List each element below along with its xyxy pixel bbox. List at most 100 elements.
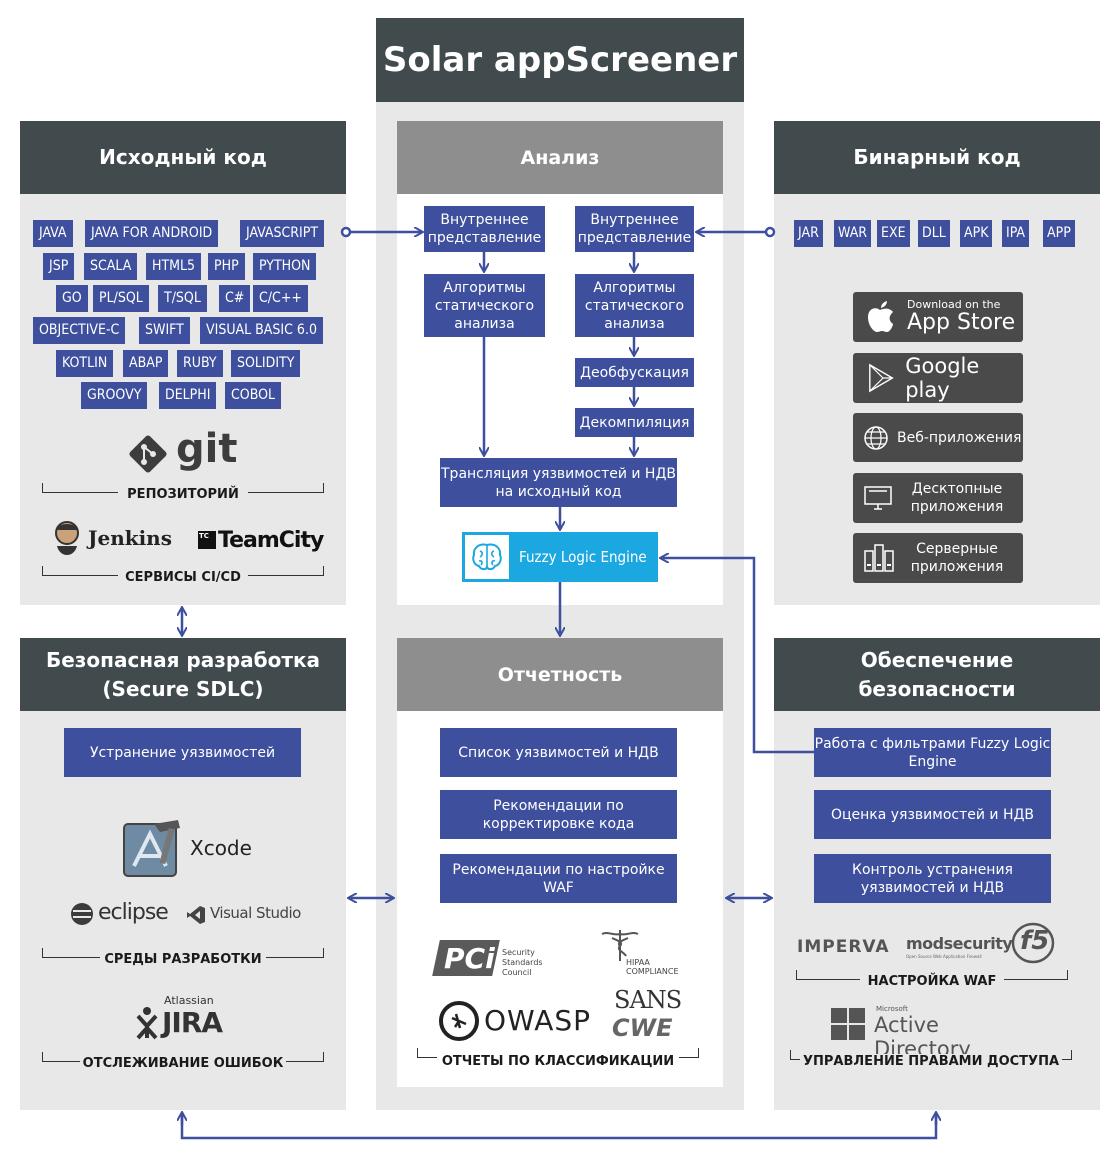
caduceus-icon: [601, 930, 639, 961]
language-chip: OBJECTIVE-C: [33, 317, 126, 344]
appstore-small-label: Download on the: [907, 298, 1001, 311]
language-chip: C/C++: [253, 285, 308, 312]
jenkins-butler-icon: [55, 521, 79, 555]
binary-format-chip: EXE: [877, 220, 910, 247]
teamcity-badge-icon: TC: [198, 531, 216, 549]
language-chip: PHP: [208, 253, 245, 280]
git-diamond-icon: [129, 435, 167, 473]
security-header: Обеспечение безопасности: [774, 638, 1100, 711]
left-algo-box: Алгоритмы статического анализа: [424, 274, 545, 337]
language-chip: PL/SQL: [93, 285, 149, 312]
monitor-icon: [864, 486, 892, 510]
repo-caption: РЕПОЗИТОРИЙ: [118, 487, 248, 502]
language-chip: GROOVY: [81, 382, 148, 409]
language-chip: VISUAL BASIC 6.0: [200, 317, 323, 344]
xcode-hammer-icon: [123, 820, 180, 877]
binary-format-chip: DLL: [918, 220, 950, 247]
web-apps-badge: Веб-приложения: [853, 413, 1023, 462]
desktop-apps-badge: Десктопные приложения: [853, 473, 1023, 523]
teamcity-logo: TC TeamCity: [198, 528, 324, 553]
language-chip: JSP: [43, 253, 75, 280]
googleplay-label: Google play: [905, 354, 980, 402]
binary-format-chip: JAR: [794, 220, 823, 247]
server-icon: [864, 544, 894, 572]
security-item-filters: Работа с фильтрами Fuzzy Logic Engine: [814, 728, 1051, 777]
ide-caption: СРЕДЫ РАЗРАБОТКИ: [100, 952, 266, 967]
sans-cwe-logo: SANS CWE: [612, 986, 682, 1042]
language-chip: RUBY: [177, 350, 223, 377]
xcode-logo: Xcode: [120, 818, 260, 880]
binary-format-chip: WAR: [834, 220, 872, 247]
security-item-control: Контроль устранения уязвимостей и НДВ: [814, 854, 1051, 903]
language-chip: SOLIDITY: [231, 350, 301, 377]
left-internal-box: Внутреннее представление: [424, 206, 545, 252]
decompilation-box: Декомпиляция: [575, 408, 694, 437]
bug-caption: ОТСЛЕЖИВАНИЕ ОШИБОК: [80, 1056, 286, 1071]
report-item-vulns: Список уязвимостей и НДВ: [440, 728, 677, 777]
web-apps-label: Веб-приложения: [897, 429, 1022, 446]
language-chip: T/SQL: [158, 285, 207, 312]
binary-header: Бинарный код: [774, 121, 1100, 194]
git-logo: git: [126, 426, 237, 480]
translation-box: Трансляция уязвимостей и НДВ на исходный…: [440, 458, 677, 507]
jenkins-logo: Jenkins: [52, 520, 182, 560]
right-algo-box: Алгоритмы статического анализа: [575, 274, 694, 337]
visual-studio-logo: Visual Studio: [186, 902, 306, 928]
access-caption: УПРАВЛЕНИЕ ПРАВАМИ ДОСТУПА: [800, 1054, 1062, 1069]
reports-caption: ОТЧЕТЫ ПО КЛАССИФИКАЦИИ: [437, 1054, 679, 1069]
brain-icon: [465, 535, 509, 579]
language-chip: SCALA: [84, 253, 138, 280]
server-apps-badge: Серверные приложения: [853, 533, 1023, 583]
language-chip: C#: [219, 285, 251, 312]
language-chip: GO: [56, 285, 88, 312]
deobfuscation-box: Деобфускация: [575, 358, 694, 387]
report-item-waf: Рекомендации по настройке WAF: [440, 854, 677, 903]
apple-icon: [868, 301, 893, 332]
page-title: Solar appScreener: [376, 18, 744, 102]
binary-format-chip: IPA: [1002, 220, 1030, 247]
language-chip: PYTHON: [253, 253, 317, 280]
sdlc-panel: [20, 638, 346, 1110]
language-chip: ABAP: [123, 350, 169, 377]
source-header: Исходный код: [20, 121, 346, 194]
language-chip: SWIFT: [139, 317, 190, 344]
appstore-label: App Store: [907, 310, 1016, 335]
hipaa-logo: HIPAA COMPLIANCE: [584, 928, 684, 976]
f5-logo: f5: [1010, 922, 1060, 964]
owasp-logo: OWASP: [438, 1000, 590, 1044]
language-chip: COBOL: [225, 382, 282, 409]
f5-circle-icon: [1011, 922, 1055, 964]
right-internal-box: Внутреннее представление: [575, 206, 694, 252]
appstore-badge: Download on the App Store: [853, 292, 1023, 342]
googleplay-badge: Google play: [853, 353, 1023, 403]
language-chip: JAVASCRIPT: [240, 220, 325, 247]
imperva-logo: IMPERVA: [797, 937, 890, 957]
waf-caption: НАСТРОЙКА WAF: [860, 974, 1004, 989]
binary-format-chip: APK: [960, 220, 993, 247]
owasp-wasp-icon: [439, 1001, 479, 1041]
ci-caption: СЕРВИСЫ CI/CD: [118, 570, 248, 585]
reports-header: Отчетность: [397, 638, 723, 711]
globe-icon: [864, 425, 888, 450]
report-item-code: Рекомендации по корректировке кода: [440, 790, 677, 839]
binary-format-chip: APP: [1043, 220, 1075, 247]
eclipse-icon: [71, 903, 93, 925]
modsecurity-logo: modsecurity Open Source Web Application …: [906, 934, 1013, 959]
visual-studio-icon: [187, 906, 205, 924]
language-chip: DELPHI: [159, 382, 217, 409]
security-item-assess: Оценка уязвимостей и НДВ: [814, 790, 1051, 839]
desktop-apps-label: Десктопные приложения: [910, 481, 1004, 515]
language-chip: KOTLIN: [56, 350, 114, 377]
jira-atlassian-icon: [136, 1007, 158, 1040]
fuzzy-logic-box: Fuzzy Logic Engine: [462, 532, 658, 582]
windows-icon: [831, 1008, 865, 1040]
language-chip: JAVA FOR ANDROID: [85, 220, 219, 247]
jira-logo: Atlassian JIRA: [134, 994, 234, 1042]
language-chip: HTML5: [146, 253, 202, 280]
pci-logo: PCi Security Standards Council: [432, 938, 571, 978]
language-chip: JAVA: [33, 220, 73, 247]
fuzzy-logic-label: Fuzzy Logic Engine: [519, 548, 647, 566]
eclipse-logo: eclipse: [70, 900, 180, 928]
server-apps-label: Серверные приложения: [910, 541, 1004, 575]
sdlc-fix-box: Устранение уязвимостей: [64, 728, 301, 777]
